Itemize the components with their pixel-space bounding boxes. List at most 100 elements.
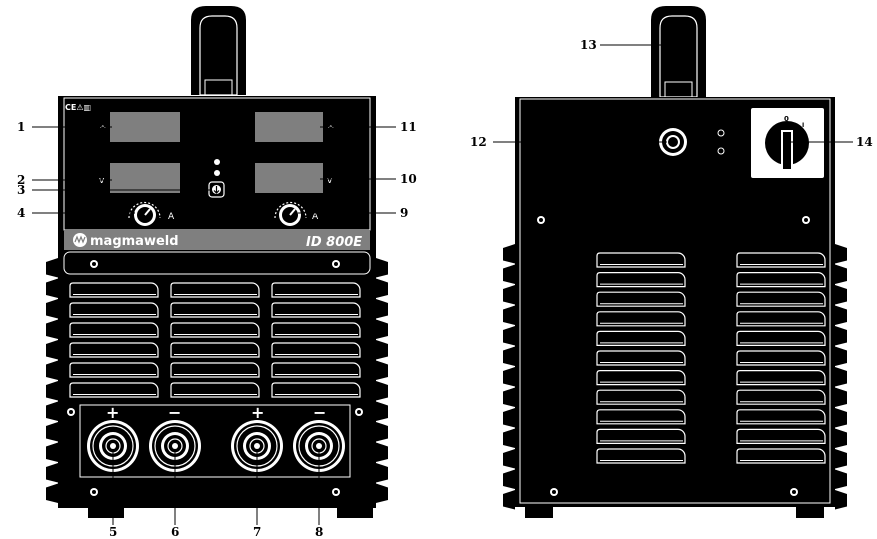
fin xyxy=(503,264,515,284)
rear-led-top xyxy=(717,129,725,137)
vent-slot xyxy=(69,322,159,338)
front-handle xyxy=(191,6,246,96)
vent-slot xyxy=(736,389,826,405)
fin xyxy=(376,360,388,380)
fin xyxy=(503,305,515,325)
front-foot-right xyxy=(337,508,373,518)
callouts: 1 2 3 4 5 6 7 8 9 10 11 12 13 14 xyxy=(17,38,873,539)
callout-12: 12 xyxy=(470,135,487,149)
fin xyxy=(503,346,515,366)
fin xyxy=(46,401,58,421)
vent-slot xyxy=(736,252,826,268)
caret-up-right: ^ xyxy=(327,125,335,135)
fin xyxy=(835,490,847,510)
switch-mark-off: 0 xyxy=(784,115,789,123)
fin xyxy=(376,463,388,483)
vent-slot xyxy=(69,282,159,298)
fin xyxy=(835,346,847,366)
rear-foot-right xyxy=(796,507,824,518)
fin xyxy=(835,408,847,428)
indicator-led-top xyxy=(214,159,220,165)
knob-right[interactable] xyxy=(274,201,307,227)
fin xyxy=(503,244,515,264)
output-terminal-4[interactable] xyxy=(293,420,345,472)
callout-7: 7 xyxy=(253,525,261,539)
fin xyxy=(46,319,58,339)
indicator-led-bottom xyxy=(214,170,220,176)
rear-foot-left xyxy=(525,507,553,518)
rear-unit: 0 I xyxy=(503,6,847,518)
knob-right-unit: A xyxy=(312,212,319,222)
screw-icon xyxy=(790,488,798,496)
callout-2: 2 xyxy=(17,173,25,187)
main-power-switch[interactable]: 0 I xyxy=(751,108,824,178)
rear-side-fins-left xyxy=(503,244,515,510)
fin xyxy=(376,278,388,298)
fin xyxy=(46,340,58,360)
caret-up-left: ^ xyxy=(99,125,107,135)
caret-down-right: v xyxy=(327,176,333,186)
vent-slot xyxy=(170,362,260,378)
fin xyxy=(503,428,515,448)
vent-slot xyxy=(271,342,361,358)
screw-icon xyxy=(90,488,98,496)
vent-slot xyxy=(596,291,686,307)
fin xyxy=(376,319,388,339)
vent-slot xyxy=(596,448,686,464)
output-terminal-1[interactable] xyxy=(87,420,139,472)
vent-slot xyxy=(69,302,159,318)
vent-slot xyxy=(170,382,260,398)
vent-slot xyxy=(596,370,686,386)
front-foot-left xyxy=(88,508,124,518)
display-1 xyxy=(110,112,180,142)
output-terminal-2[interactable] xyxy=(149,420,201,472)
fin xyxy=(503,387,515,407)
vent-slot xyxy=(170,322,260,338)
fin xyxy=(835,469,847,489)
polarity-minus-2: − xyxy=(313,403,326,422)
vent-slot xyxy=(69,362,159,378)
knob-left[interactable] xyxy=(128,201,161,227)
vent-slot xyxy=(596,330,686,346)
vent-slot xyxy=(736,330,826,346)
front-vent-slots xyxy=(69,282,361,398)
vent-slot xyxy=(736,291,826,307)
fin xyxy=(835,387,847,407)
vent-slot xyxy=(596,311,686,327)
fin xyxy=(835,244,847,264)
fin xyxy=(376,422,388,442)
vent-slot xyxy=(69,342,159,358)
fin xyxy=(503,367,515,387)
vent-slot xyxy=(170,342,260,358)
vent-slot xyxy=(736,311,826,327)
fin xyxy=(376,340,388,360)
polarity-minus-1: − xyxy=(168,403,181,422)
callout-8: 8 xyxy=(315,525,323,539)
fin xyxy=(835,264,847,284)
fin xyxy=(503,326,515,346)
fin xyxy=(835,367,847,387)
fin xyxy=(46,360,58,380)
model-name: ID 800E xyxy=(306,235,362,250)
display-10 xyxy=(255,163,323,193)
vent-slot xyxy=(170,282,260,298)
rear-side-fins-right xyxy=(835,244,847,510)
fin xyxy=(835,285,847,305)
fin xyxy=(46,381,58,401)
fin xyxy=(376,401,388,421)
front-side-fins-right xyxy=(376,258,388,503)
polarity-plus-1: + xyxy=(106,403,119,422)
fin xyxy=(376,442,388,462)
screw-icon xyxy=(355,408,363,416)
brand-strip xyxy=(64,230,370,250)
cable-gland-icon xyxy=(659,128,687,156)
callout-6: 6 xyxy=(171,525,179,539)
vent-slot xyxy=(596,272,686,288)
callout-4: 4 xyxy=(17,206,25,220)
display-11 xyxy=(255,112,323,142)
fin xyxy=(46,299,58,319)
mode-button[interactable] xyxy=(208,181,225,198)
vent-slot xyxy=(271,282,361,298)
vent-slot xyxy=(596,252,686,268)
polarity-plus-2: + xyxy=(251,403,264,422)
